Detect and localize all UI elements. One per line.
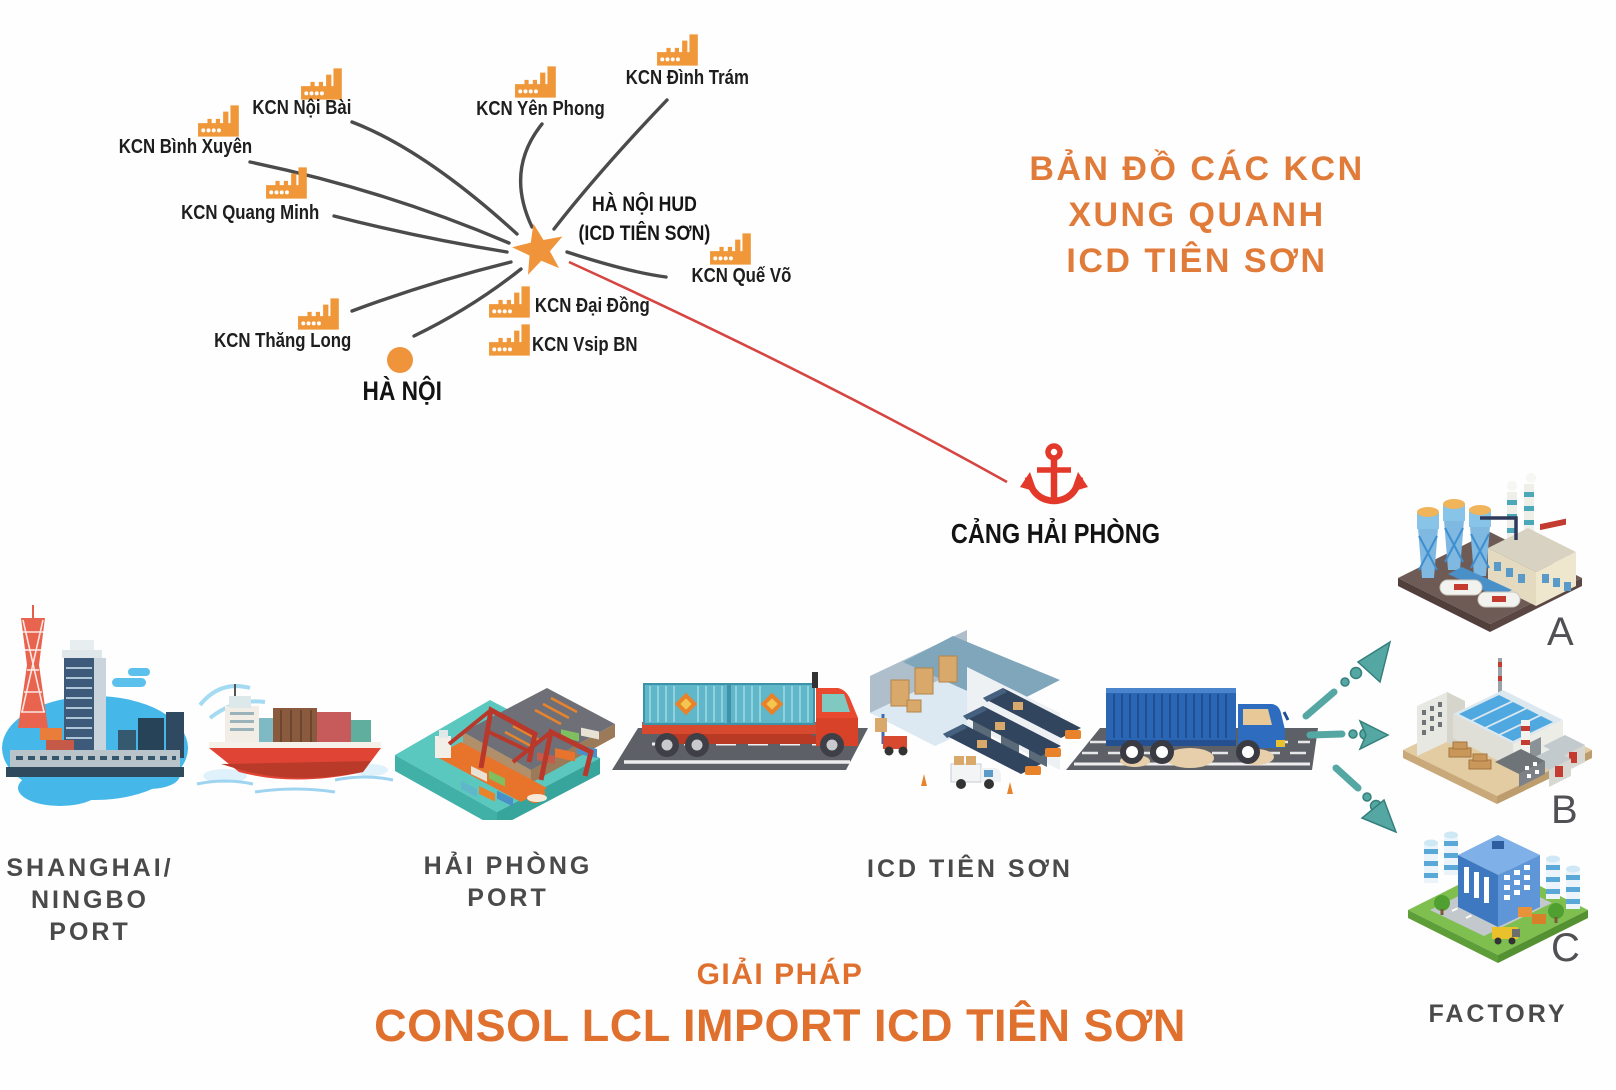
hanoi-label: HÀ NỘI: [362, 376, 442, 406]
deck-containers: [461, 765, 513, 807]
pier-building: [6, 750, 184, 777]
silos: [1424, 831, 1580, 909]
icd-tien-son-caption: ICD TIÊN SƠN: [867, 855, 1073, 883]
shelf-boxes: [890, 655, 958, 713]
map-title: BẢN ĐỒ CÁC KCN XUNG QUANH ICD TIÊN SƠN: [1029, 150, 1365, 280]
kcn-label-yen-phong: KCN Yên Phong: [475, 98, 605, 120]
kcn-label-thang-long: KCN Thăng Long: [214, 330, 352, 352]
wood-piles: [1448, 741, 1492, 770]
solution-title-line2: CONSOL LCL IMPORT ICD TIÊN SƠN: [374, 1000, 1186, 1051]
cloud: [112, 668, 150, 687]
mast: [1498, 658, 1502, 700]
solution-title: GIẢI PHÁP CONSOL LCL IMPORT ICD TIÊN SƠN: [0, 958, 1560, 1052]
hanoi-dot: [387, 347, 413, 373]
haiphong-port-caption: HẢI PHÒNG PORT: [423, 852, 593, 912]
anchor-icon: [1020, 443, 1088, 505]
haiphong-port-anchor-label: CẢNG HẢI PHÒNG: [950, 518, 1160, 549]
factory-icon: [265, 166, 311, 200]
teal-container: [643, 683, 729, 725]
kcn-map-network: [248, 98, 1088, 505]
containers: [259, 708, 371, 744]
main-building: [1488, 518, 1576, 606]
kcn-label-noi-bai: KCN Nội Bài: [252, 97, 352, 119]
mini-truck: [950, 756, 1001, 789]
wheels: [655, 733, 844, 757]
trees: [1434, 895, 1564, 923]
factory-a-illustration: [1398, 473, 1582, 632]
solution-title-line1: GIẢI PHÁP: [696, 958, 864, 991]
origin-port-label: SHANGHAI/ NINGBO PORT: [6, 854, 174, 946]
kcn-label-quang-minh: KCN Quang Minh: [180, 202, 320, 224]
route-to-haiphong-line: [568, 260, 1008, 484]
cargo-ship-illustration: [196, 684, 394, 794]
factory-c-letter: C: [1551, 926, 1580, 970]
cab: [1238, 704, 1290, 748]
factory-icon: [300, 67, 346, 101]
factory-b-letter: B: [1551, 788, 1578, 832]
blue-building: [1458, 835, 1540, 927]
hull: [209, 742, 381, 780]
traffic-cones: [921, 774, 1013, 794]
striped-chimney: [1521, 720, 1530, 760]
blue-truck-illustration: [1066, 688, 1318, 770]
teal-container: [729, 683, 815, 725]
tanks: [1439, 579, 1521, 608]
haiphong-port-illustration: [395, 688, 615, 820]
factory-c-illustration: [1408, 831, 1588, 963]
kcn-label-que-vo: KCN Quế Võ: [691, 265, 791, 287]
red-truck-illustration: [612, 672, 868, 770]
kcn-connection-lines: [248, 98, 669, 338]
ship-at-dock: [435, 730, 547, 807]
crates-and-truck: [1492, 907, 1546, 945]
kcn-label-dai-dong: KCN Đại Đồng: [534, 295, 650, 317]
lattice-tower: [18, 605, 48, 728]
conveyor-ramps: [943, 688, 1081, 775]
factory-icon: [656, 33, 702, 67]
factory-icon: [297, 297, 343, 331]
forklift: [875, 714, 908, 756]
annex: [1495, 749, 1545, 787]
factory-icon: [514, 65, 560, 99]
arrow-to-factory-b: [1306, 719, 1390, 751]
icd-warehouse-illustration: [870, 630, 1081, 794]
blue-container: [1106, 688, 1236, 746]
gantry-cranes: [447, 706, 594, 781]
arrow-to-factory-c: [1332, 764, 1398, 834]
distribution-arrows: [1302, 640, 1398, 834]
kcn-label-dinh-tram: KCN Đình Trám: [625, 67, 749, 89]
shanghai-ningbo-illustration: [2, 605, 188, 806]
arrow-to-factory-a: [1302, 640, 1392, 720]
main-hall: [1453, 690, 1563, 768]
hub-label: HÀ NỘI HUD(ICD TIÊN SƠN): [578, 193, 710, 245]
kcn-label-binh-xuyen: KCN Bình Xuyên: [118, 136, 252, 158]
kcn-label-vsip-bn: KCN Vsip BN: [532, 334, 638, 356]
wheels: [1120, 740, 1260, 764]
superstructure: [225, 684, 259, 744]
factory-a-letter: A: [1547, 610, 1574, 654]
factory-b-illustration: [1403, 658, 1592, 804]
dock: [463, 688, 615, 783]
icd-tien-son-star: [512, 223, 563, 275]
factory-caption: FACTORY: [1428, 1000, 1568, 1028]
skyscraper: [62, 640, 106, 757]
